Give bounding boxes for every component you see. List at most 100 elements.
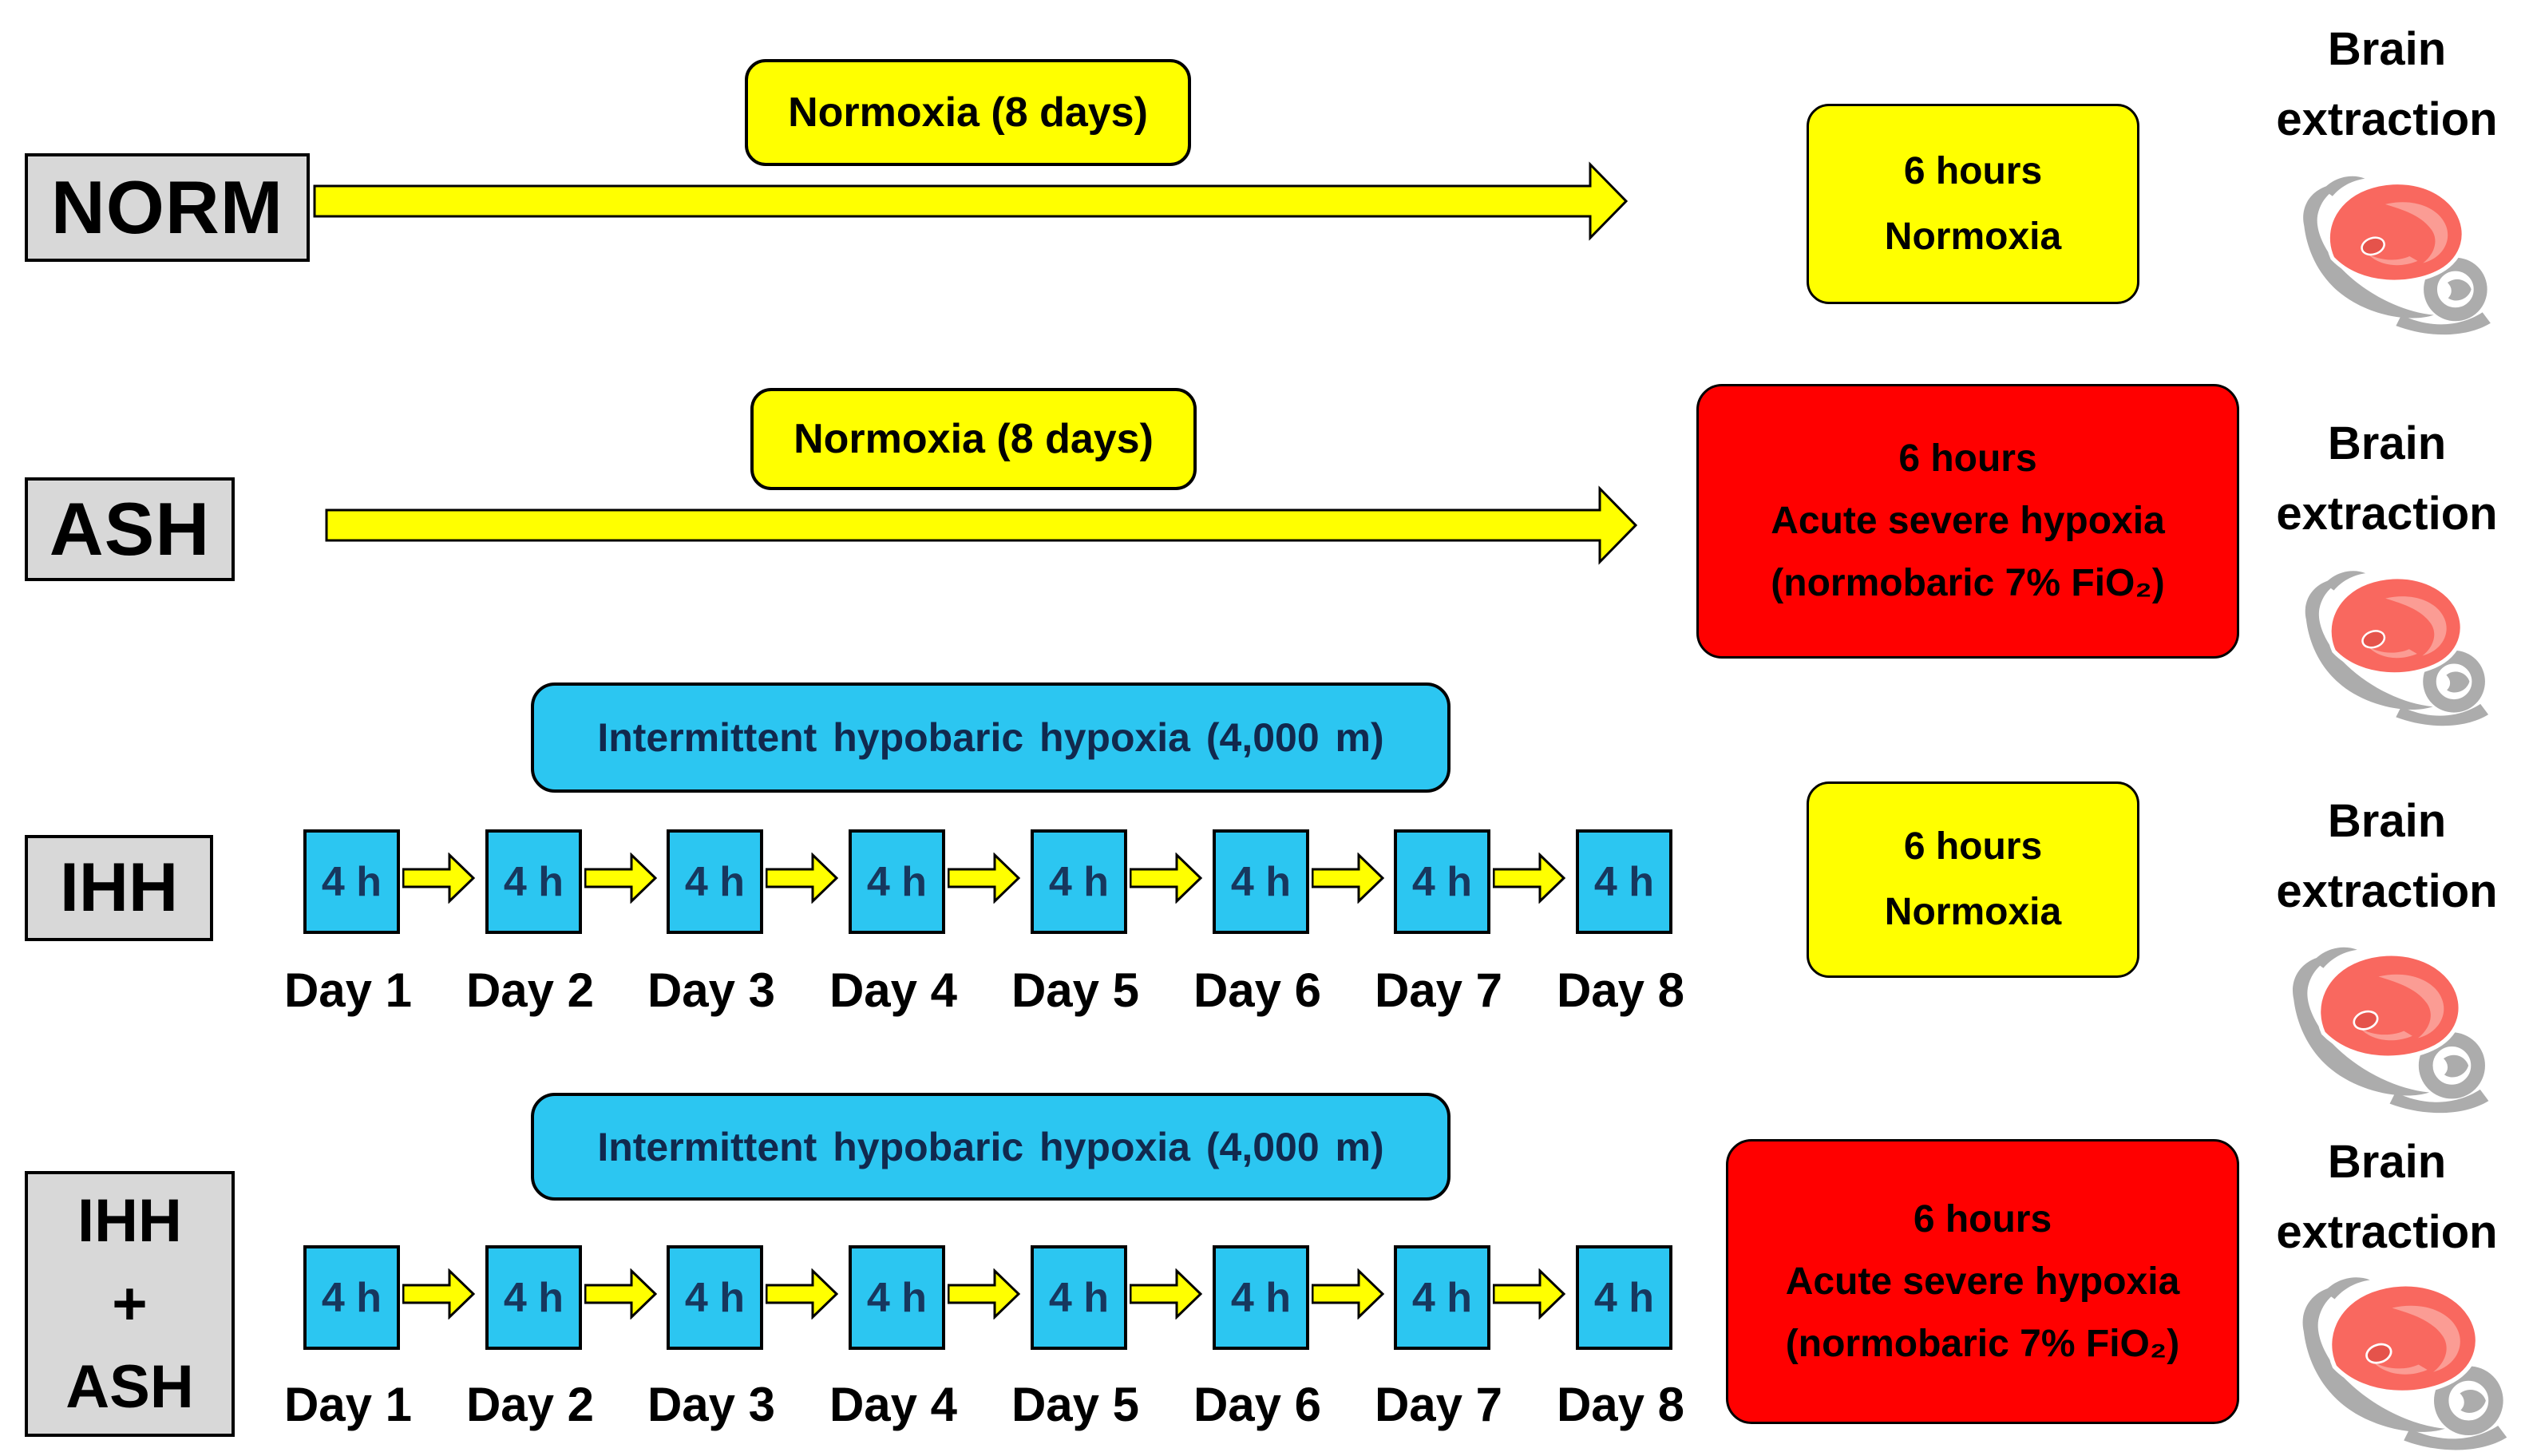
day-label: Day 5 <box>1011 963 1140 1017</box>
session-box-text: 4 h <box>503 858 564 905</box>
phase-label-normoxia-row1-text: Normoxia (8 days) <box>788 89 1148 136</box>
outcome-line: Acute severe hypoxia <box>1785 1260 2180 1303</box>
outcome-box-acute-severe-hypoxia-row4: 6 hours Acute severe hypoxia (normobaric… <box>1726 1139 2239 1424</box>
session-box: 4 h <box>667 829 763 934</box>
day-label: Day 1 <box>283 1378 413 1431</box>
brain-extraction-line1: Brain <box>2327 23 2447 75</box>
day-label: Day 7 <box>1374 1378 1503 1431</box>
brain-icon <box>2283 1257 2519 1453</box>
session-box-text: 4 h <box>503 1274 564 1321</box>
group-label-norm: NORM <box>25 153 310 262</box>
session-arrow-icon <box>766 853 839 904</box>
session-box-text: 4 h <box>684 858 746 905</box>
session-box: 4 h <box>485 1245 582 1350</box>
session-box: 4 h <box>1394 829 1490 934</box>
session-box-text: 4 h <box>1411 858 1473 905</box>
phase-label-ihh-row4-text: Intermittent hypobaric hypoxia (4,000 m) <box>597 1124 1384 1169</box>
session-box: 4 h <box>1213 829 1309 934</box>
session-box: 4 h <box>303 829 400 934</box>
outcome-line: (normobaric 7% FiO₂) <box>1771 562 2165 604</box>
outcome-box-normoxia-row1: 6 hours Normoxia <box>1807 104 2139 304</box>
session-box-text: 4 h <box>1048 1274 1110 1321</box>
session-arrow-icon <box>402 1268 476 1320</box>
session-box: 4 h <box>1576 1245 1672 1350</box>
day-label: Day 6 <box>1193 963 1322 1017</box>
day-label: Day 2 <box>465 1378 595 1431</box>
outcome-line: Acute severe hypoxia <box>1771 500 2165 542</box>
session-box: 4 h <box>1213 1245 1309 1350</box>
session-arrow-icon <box>1130 1268 1203 1320</box>
session-box-text: 4 h <box>1593 1274 1655 1321</box>
brain-extraction-line1: Brain <box>2327 1136 2447 1188</box>
phase-label-normoxia-row2: Normoxia (8 days) <box>750 388 1197 490</box>
session-box: 4 h <box>485 829 582 934</box>
session-box: 4 h <box>667 1245 763 1350</box>
outcome-line: Normoxia <box>1884 215 2062 258</box>
outcome-line: 6 hours <box>1903 825 2043 868</box>
session-box-text: 4 h <box>1048 858 1110 905</box>
group-label-ihh-ash-line3: ASH <box>65 1352 194 1421</box>
outcome-box-normoxia-row3: 6 hours Normoxia <box>1807 781 2139 978</box>
session-box-text: 4 h <box>321 1274 382 1321</box>
brain-icon <box>2278 160 2509 335</box>
day-label: Day 3 <box>647 963 776 1017</box>
session-box-text: 4 h <box>866 1274 928 1321</box>
group-label-norm-text: NORM <box>50 165 284 249</box>
session-box-text: 4 h <box>1411 1274 1473 1321</box>
session-box-text: 4 h <box>684 1274 746 1321</box>
day-label: Day 8 <box>1556 963 1685 1017</box>
phase-label-normoxia-row1: Normoxia (8 days) <box>745 59 1191 166</box>
day-label: Day 8 <box>1556 1378 1685 1431</box>
session-box: 4 h <box>849 829 945 934</box>
session-arrow-icon <box>402 853 476 904</box>
group-label-ihh-ash-line1: IHH <box>77 1186 182 1255</box>
session-box: 4 h <box>1394 1245 1490 1350</box>
session-box-text: 4 h <box>866 858 928 905</box>
session-box: 4 h <box>1576 829 1672 934</box>
session-arrow-icon <box>1493 1268 1566 1320</box>
brain-extraction-line2: extraction <box>2276 1206 2498 1258</box>
outcome-line: 6 hours <box>1898 437 2037 480</box>
brain-extraction-label-row3: Brain extraction <box>2259 786 2515 927</box>
brain-extraction-label-row4: Brain extraction <box>2259 1127 2515 1268</box>
outcome-line: 6 hours <box>1903 149 2043 192</box>
group-label-ash: ASH <box>25 477 235 581</box>
day-label: Day 6 <box>1193 1378 1322 1431</box>
brain-icon <box>2267 930 2507 1114</box>
session-box-text: 4 h <box>1230 1274 1292 1321</box>
session-box-text: 4 h <box>1230 858 1292 905</box>
group-label-ihh-text: IHH <box>59 849 179 926</box>
day-label: Day 1 <box>283 963 413 1017</box>
day-label: Day 4 <box>829 963 958 1017</box>
brain-extraction-label-row2: Brain extraction <box>2259 409 2515 549</box>
session-arrow-icon <box>948 1268 1021 1320</box>
brain-extraction-line2: extraction <box>2276 865 2498 917</box>
phase-label-ihh-row3: Intermittent hypobaric hypoxia (4,000 m) <box>531 682 1451 793</box>
group-label-ihh-ash-line2: + <box>112 1269 148 1338</box>
timeline-arrow-row1 <box>313 161 1629 241</box>
day-label: Day 7 <box>1374 963 1503 1017</box>
session-arrow-icon <box>1312 853 1385 904</box>
day-label: Day 5 <box>1011 1378 1140 1431</box>
phase-label-normoxia-row2-text: Normoxia (8 days) <box>794 416 1154 462</box>
phase-label-ihh-row3-text: Intermittent hypobaric hypoxia (4,000 m) <box>597 715 1384 760</box>
day-label: Day 3 <box>647 1378 776 1431</box>
session-arrow-icon <box>1493 853 1566 904</box>
brain-extraction-label-row1: Brain extraction <box>2259 14 2515 155</box>
outcome-box-acute-severe-hypoxia-row2: 6 hours Acute severe hypoxia (normobaric… <box>1696 384 2239 659</box>
timeline-arrow-row2 <box>325 485 1638 565</box>
brain-icon <box>2278 555 2509 726</box>
session-box: 4 h <box>303 1245 400 1350</box>
outcome-line: (normobaric 7% FiO₂) <box>1785 1322 2180 1365</box>
session-arrow-icon <box>1130 853 1203 904</box>
brain-extraction-line2: extraction <box>2276 488 2498 540</box>
session-box: 4 h <box>1031 829 1127 934</box>
group-label-ash-text: ASH <box>49 487 211 571</box>
session-arrow-icon <box>584 853 658 904</box>
session-box: 4 h <box>849 1245 945 1350</box>
session-box-text: 4 h <box>321 858 382 905</box>
brain-extraction-line2: extraction <box>2276 93 2498 145</box>
brain-extraction-line1: Brain <box>2327 417 2447 469</box>
session-arrow-icon <box>584 1268 658 1320</box>
session-arrow-icon <box>766 1268 839 1320</box>
